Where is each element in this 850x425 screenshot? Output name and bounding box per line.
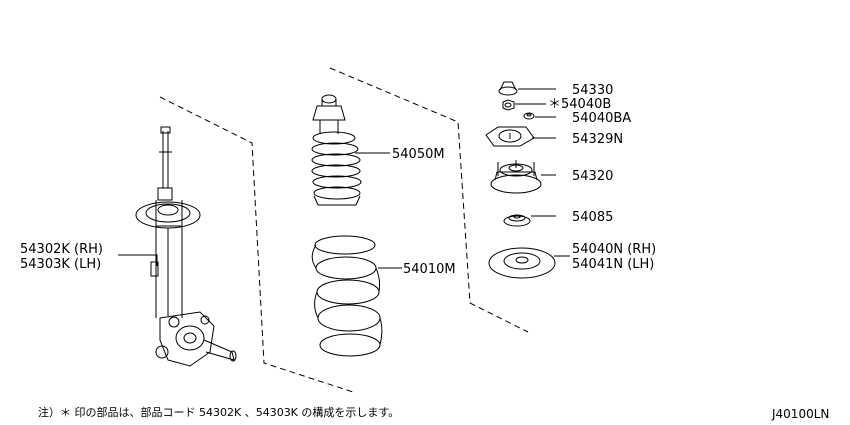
group-outline-strut xyxy=(159,96,354,393)
leader-lines xyxy=(118,88,570,269)
callout-54040n: 54040N (RH) xyxy=(572,242,656,257)
callout-54320: 54320 xyxy=(572,169,613,184)
footnote: 注）＊ 印の部品は、部品コード 54302K 、54303K の構成を示します。 xyxy=(38,405,399,419)
group-outline-upper xyxy=(329,67,529,333)
coil-spring-54010m xyxy=(311,235,383,357)
nut-54040b xyxy=(502,99,515,111)
callout-54330: 54330 xyxy=(572,83,613,98)
diagram-reference-code: J40100LN xyxy=(771,407,829,421)
callout-54010m: 54010M xyxy=(403,262,456,277)
insulator-54040n xyxy=(488,247,556,279)
callout-54040ba: 54040BA xyxy=(572,111,631,126)
callout-54303k: 54303K (LH) xyxy=(20,257,101,272)
cap-54330 xyxy=(498,81,518,96)
callout-54085: 54085 xyxy=(572,210,613,225)
bound-bumper-54050m xyxy=(311,94,362,206)
strut-assembly xyxy=(135,126,237,367)
bearing-54085 xyxy=(503,214,531,227)
nut-54040ba xyxy=(523,112,535,120)
callout-54329n: 54329N xyxy=(572,132,623,147)
mount-54320 xyxy=(490,160,542,194)
callout-54040b: ＊54040B xyxy=(548,97,611,112)
callout-54041n: 54041N (LH) xyxy=(572,257,654,272)
callout-54302k: 54302K (RH) xyxy=(20,242,103,257)
callout-54050m: 54050M xyxy=(392,147,445,162)
plate-54329n xyxy=(485,126,535,147)
